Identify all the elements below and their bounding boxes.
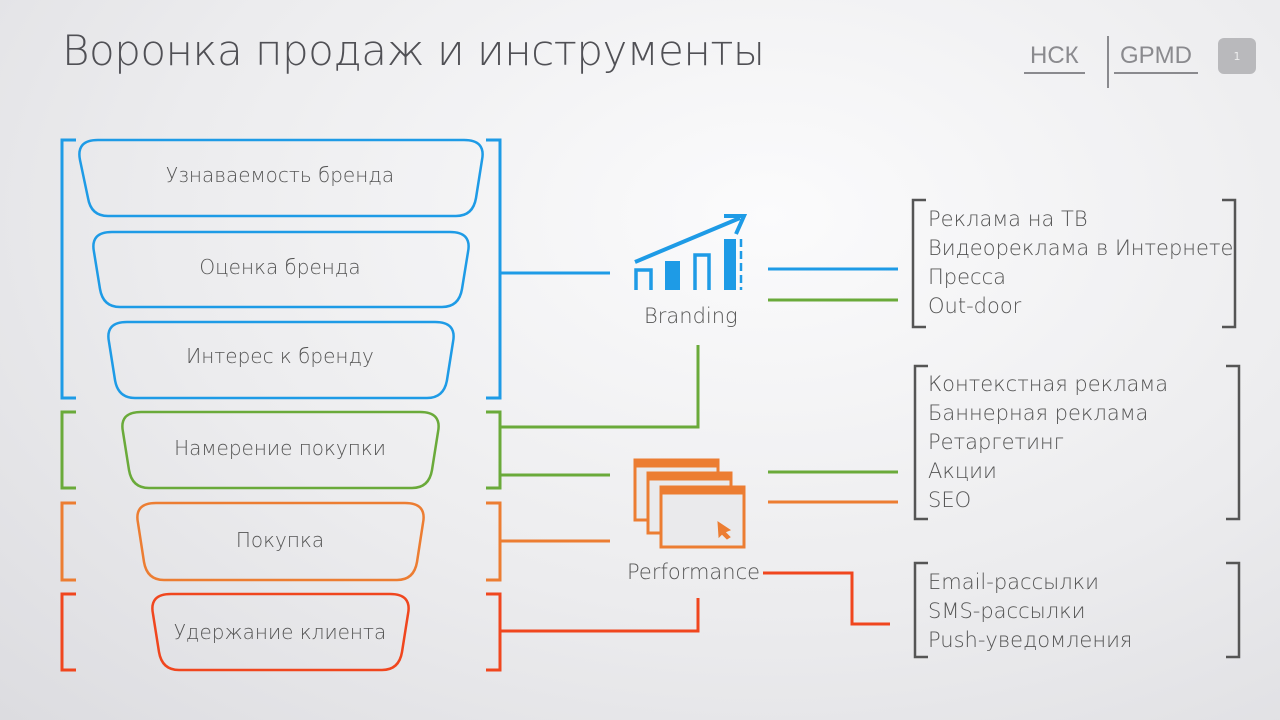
retention-tools-list: Email-рассылки SMS-рассылки Push-уведомл… [928,568,1132,655]
list-item: Out-door [928,294,1022,318]
bracket-blue [60,138,502,400]
funnel-shape-5 [136,501,425,582]
logo-gpmd: GPMD [1114,42,1198,74]
branding-label: Branding [644,304,738,328]
logo-divider [1107,36,1109,88]
list-item: SMS-рассылки [928,599,1086,623]
funnel-shape-3 [107,320,455,400]
funnel-stage-purchase: Покупка [235,528,325,552]
list-item: Push-уведомления [928,628,1133,652]
list-item: Видеореклама в Интернете [928,236,1234,260]
performance-label: Performance [627,560,761,584]
browser-windows-icon [633,458,746,549]
list-item: Баннерная реклама [928,401,1149,425]
list-item: Реклама на ТВ [928,207,1088,231]
list-item: SEO [928,488,972,512]
funnel-stage-intent: Намерение покупки [174,436,386,460]
funnel-stage-retention: Удержание клиента [173,620,387,644]
list-item: Ретаргетинг [928,430,1064,454]
list-item: Email-рассылки [928,570,1099,594]
page-title: Воронка продаж и инструменты [62,26,765,75]
funnel-shape-4 [121,410,440,490]
funnel-shape-1 [78,138,484,218]
logo-nsk: НСК [1024,42,1085,74]
list-item: Акции [928,459,997,483]
page-number: 1 [1218,38,1256,74]
list-item: Контекстная реклама [928,372,1169,396]
branding-tools-list: Реклама на ТВ Видеореклама в Интернете П… [928,205,1233,321]
list-item: Пресса [928,265,1007,289]
funnel-stage-interest: Интерес к бренду [186,344,374,368]
funnel-shape-6 [151,592,410,672]
funnel-stage-evaluation: Оценка бренда [199,255,361,279]
funnel-stage-awareness: Узнаваемость бренда [165,163,395,187]
bracket-green [60,410,502,490]
chart-growth-icon [634,214,748,290]
funnel-shape-2 [92,230,470,309]
performance-tools-list: Контекстная реклама Баннерная реклама Ре… [928,370,1168,515]
